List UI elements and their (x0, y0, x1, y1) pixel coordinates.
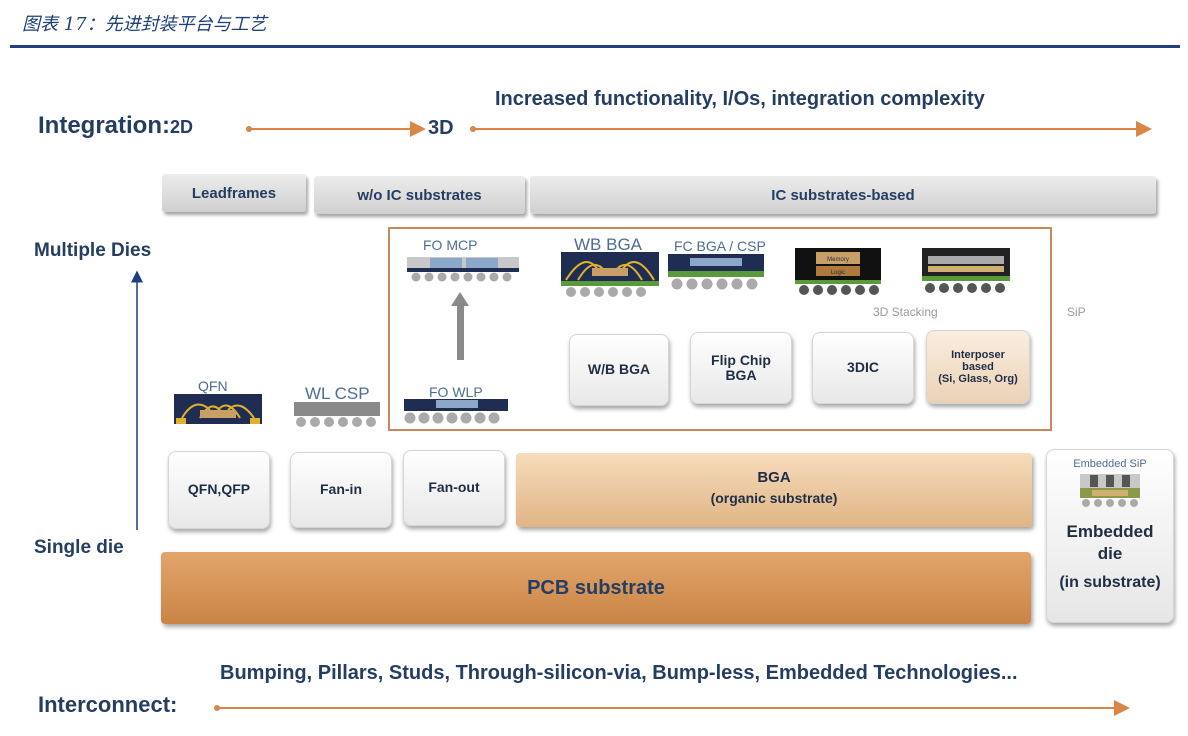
logic-text: Logic (831, 270, 845, 276)
axis-label-multiple-dies: Multiple Dies (34, 240, 152, 261)
box-3dic: 3DIC (812, 332, 914, 404)
box-pcb-substrate: PCB substrate (161, 552, 1031, 624)
fc-bga-package-icon (668, 254, 764, 290)
integration-note: Increased functionality, I/Os, integrati… (495, 88, 985, 110)
embedded-sip-icon (1080, 474, 1140, 507)
interposer-line3: (Si, Glass, Org) (938, 373, 1018, 386)
package-label-fo-wlp: FO WLP (429, 384, 483, 400)
figure-caption: 图表 17：先进封装平台与工艺 (22, 14, 267, 35)
interconnect-arrow (214, 700, 1130, 716)
category-leadframes: Leadframes (162, 174, 306, 212)
fo-wlp-package-icon (404, 399, 508, 424)
flip-chip-line1: Flip Chip (711, 351, 771, 368)
package-label-fc-bga-csp: FC BGA / CSP (674, 238, 766, 254)
memory-text: Memory (827, 257, 849, 263)
box-fan-in: Fan-in (290, 452, 392, 528)
box-wb-bga: W/B BGA (569, 334, 669, 406)
wb-bga-package-icon (561, 252, 659, 297)
wl-csp-package-icon (294, 402, 380, 427)
multi-die-frame (388, 227, 1052, 431)
box-fan-out: Fan-out (403, 450, 505, 526)
integration-arrow-3d (470, 121, 1152, 137)
embedded-line1: Embedded (1066, 522, 1154, 541)
label-3d-stacking: 3D Stacking (873, 305, 938, 319)
integration-start: 2D (170, 117, 194, 137)
integration-label: Integration:2D (38, 112, 193, 140)
interconnect-label: Interconnect: (38, 692, 178, 717)
stacked-die-icon (922, 248, 1010, 293)
fo-mcp-package-icon (407, 257, 519, 282)
interposer-line1: Interposer (951, 348, 1005, 361)
memory-logic-stack-icon: Memory Logic (795, 248, 881, 295)
caption-rule (10, 45, 1180, 48)
fo-mcp-arrow-head (451, 292, 469, 306)
interposer-line2: based (962, 360, 994, 373)
label-sip: SiP (1067, 305, 1086, 319)
package-label-wb-bga: WB BGA (574, 235, 643, 254)
category-ic-substrates-based: IC substrates-based (530, 176, 1156, 214)
box-bga-organic: BGA (organic substrate) (516, 453, 1032, 527)
box-qfn-qfp: QFN,QFP (168, 451, 270, 529)
box-flip-chip-bga: Flip Chip BGA (690, 332, 792, 404)
qfn-package-icon (174, 394, 262, 424)
integration-arrow-2d-3d (246, 121, 426, 137)
integration-3d-marker: 3D (428, 117, 454, 139)
category-wo-ic-substrates: w/o IC substrates (314, 176, 525, 214)
box-embedded-die: Embedded SiP Embedded die (in substrate) (1046, 449, 1174, 623)
box-interposer-based: Interposer based (Si, Glass, Org) (926, 330, 1030, 404)
integration-title: Integration: (38, 112, 170, 139)
package-label-qfn: QFN (198, 378, 228, 394)
package-label-wl-csp: WL CSP (305, 384, 370, 403)
embedded-line2: die (1097, 544, 1123, 563)
bga-title: BGA (757, 469, 791, 486)
bga-subtitle: (organic substrate) (710, 490, 838, 506)
interconnect-note: Bumping, Pillars, Studs, Through-silicon… (220, 662, 1018, 684)
fo-mcp-arrow-shaft (457, 304, 464, 360)
embedded-sip-label: Embedded SiP (1073, 458, 1147, 470)
package-label-fo-mcp: FO MCP (423, 237, 478, 253)
embedded-line3: (in substrate) (1059, 574, 1161, 591)
flip-chip-line2: BGA (725, 367, 757, 383)
axis-label-single-die: Single die (34, 537, 124, 558)
